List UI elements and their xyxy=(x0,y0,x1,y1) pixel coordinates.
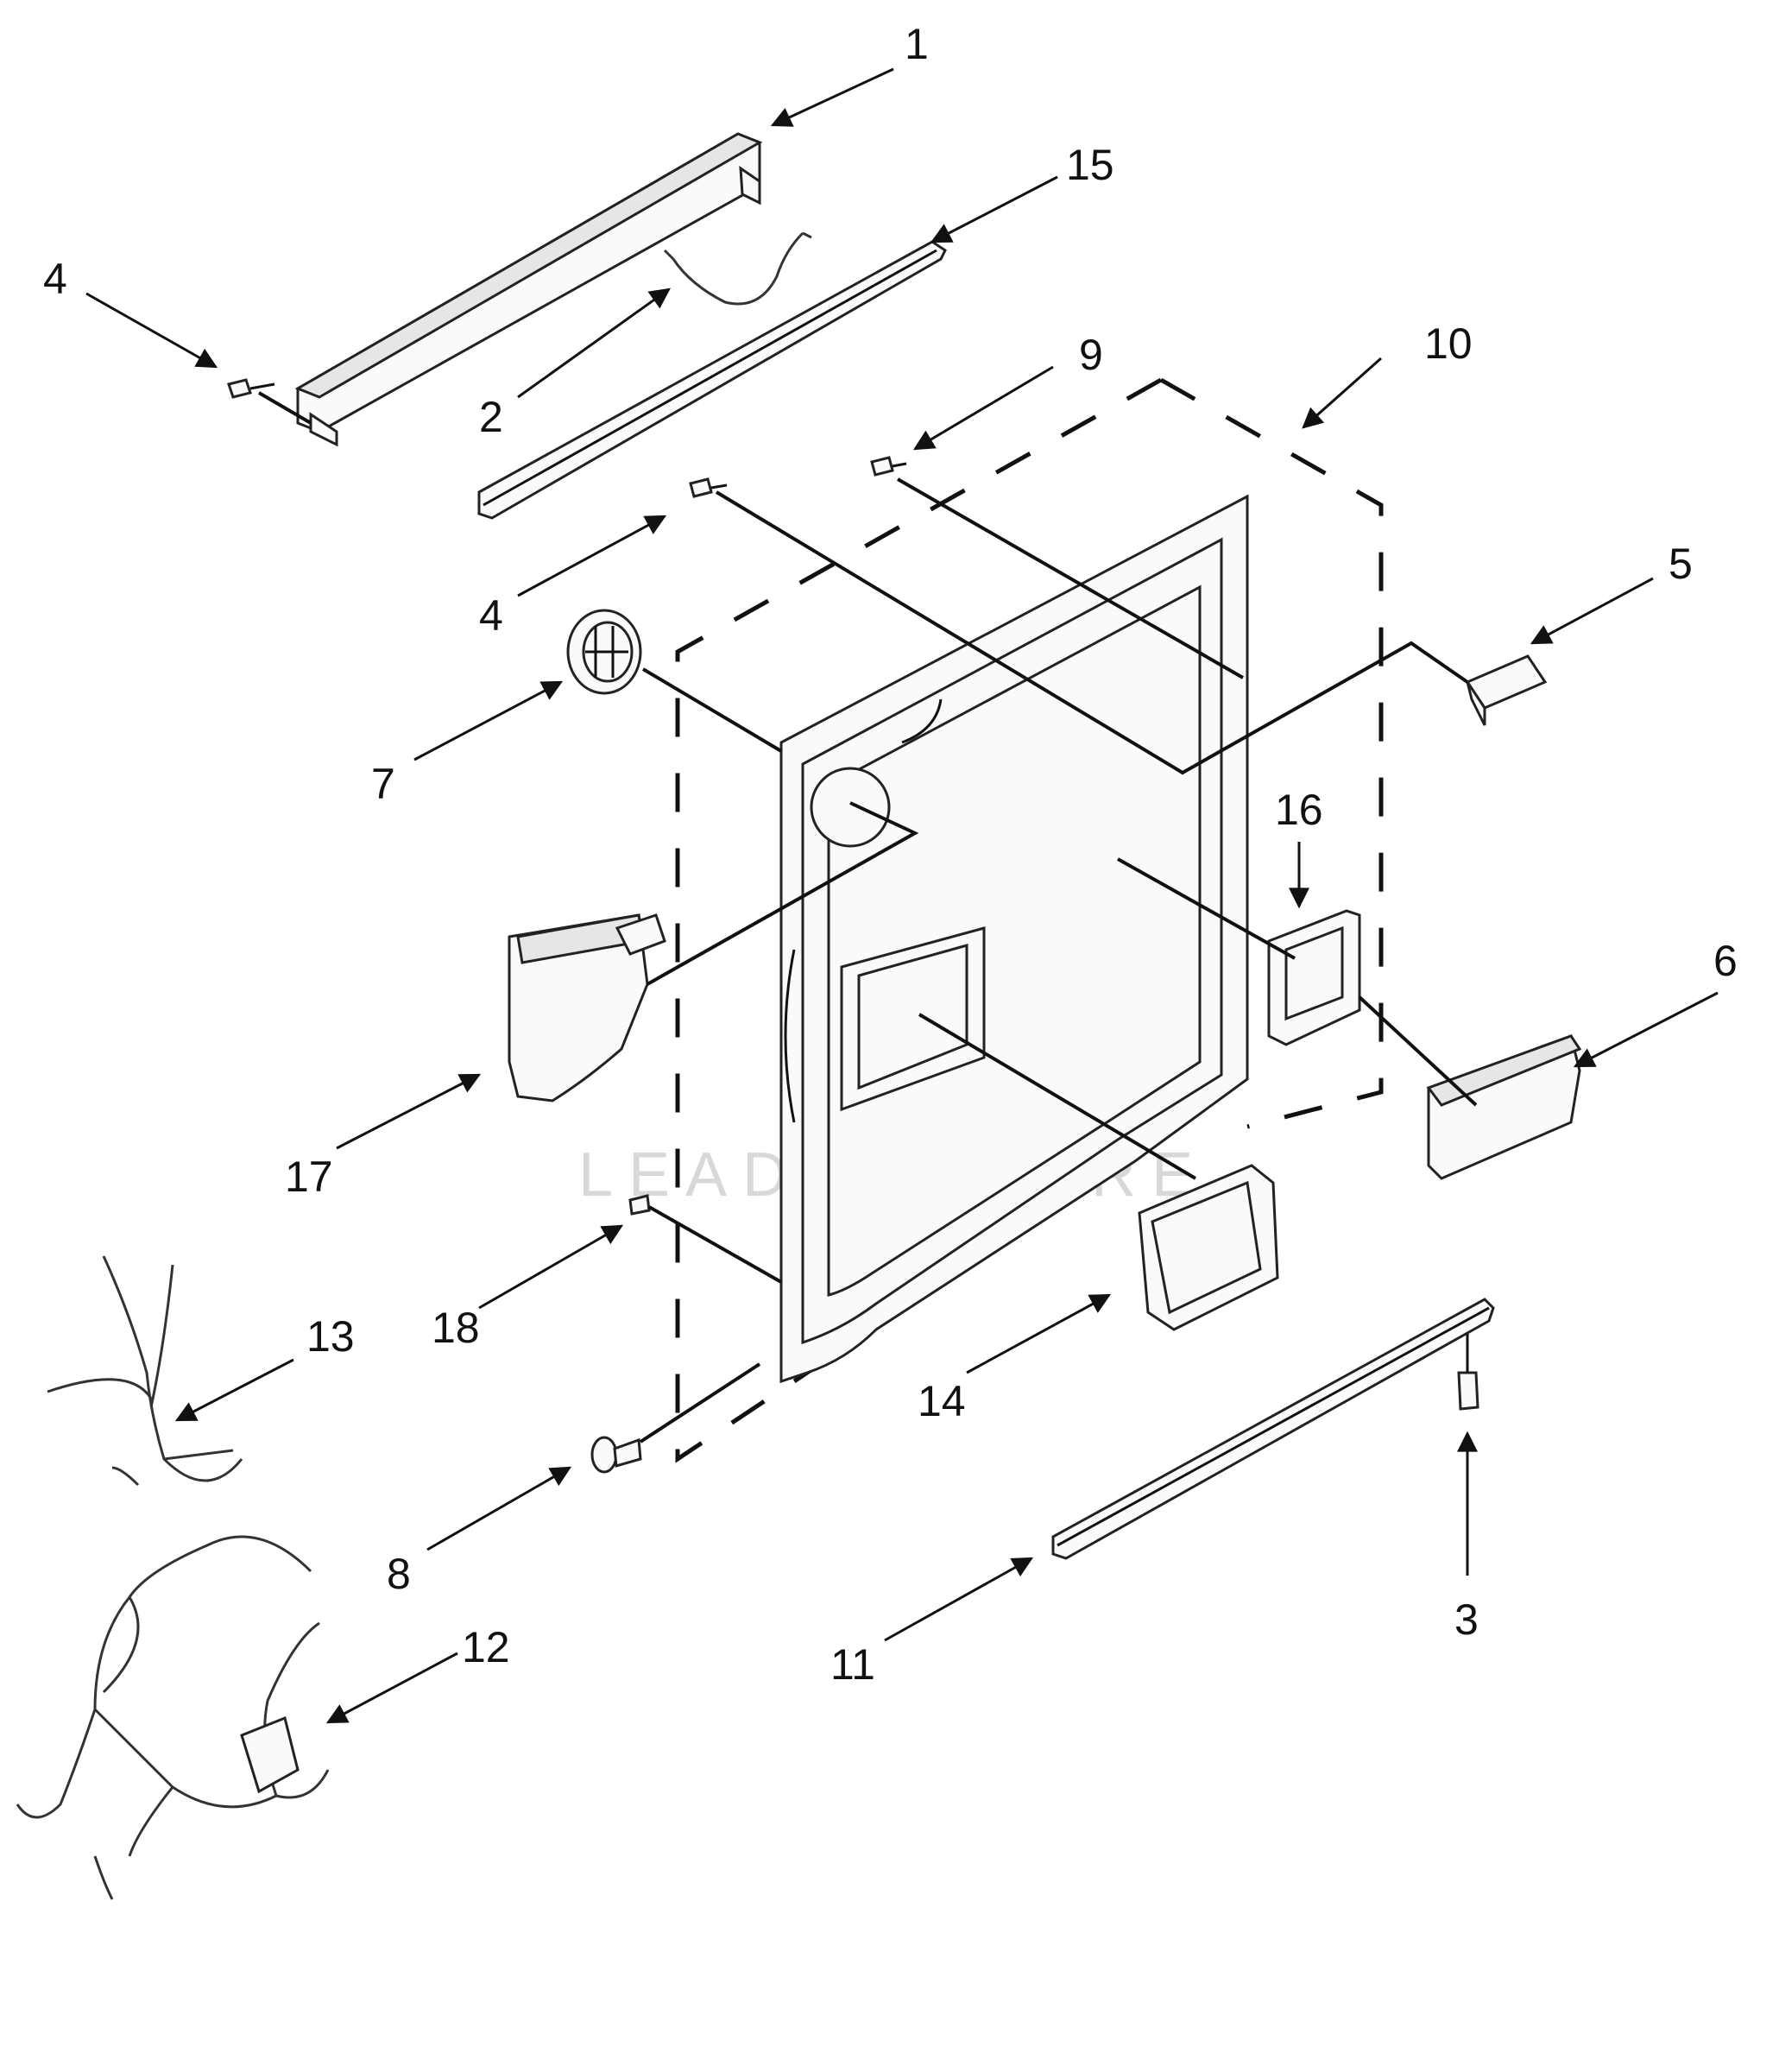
callout-18: 18 xyxy=(432,1304,480,1352)
part-11-bottom-rail xyxy=(1051,1298,1495,1560)
callout-15: 15 xyxy=(1066,141,1114,189)
part-17-dispenser xyxy=(508,913,666,1102)
part-2-wire-harness xyxy=(663,231,812,306)
part-8-hinge-screw xyxy=(590,1436,642,1474)
part-12-wire-harness xyxy=(16,1535,330,1900)
callout-4-top: 4 xyxy=(43,255,67,303)
part-3-screw xyxy=(1457,1334,1479,1411)
part-9-screw xyxy=(870,456,907,477)
callout-13: 13 xyxy=(306,1312,355,1361)
door-assembly-outline xyxy=(675,377,1384,1463)
callout-3: 3 xyxy=(1454,1595,1479,1644)
connection-lines xyxy=(257,391,1478,1443)
callout-1: 1 xyxy=(905,20,929,68)
callout-6: 6 xyxy=(1713,937,1738,985)
part-18-screw xyxy=(628,1194,651,1216)
callout-14: 14 xyxy=(918,1377,966,1425)
callout-11: 11 xyxy=(830,1640,875,1689)
part-4-screw-top xyxy=(227,378,275,399)
leader-arrows xyxy=(85,67,1719,1724)
part-4-screw-door xyxy=(689,477,728,498)
callout-4-door: 4 xyxy=(479,591,503,640)
part-14-control-module xyxy=(1138,1164,1279,1331)
callout-9: 9 xyxy=(1079,331,1103,379)
callout-8: 8 xyxy=(387,1550,411,1598)
part-13-wire-harness xyxy=(47,1255,243,1487)
part-6-control-board xyxy=(1426,1034,1582,1180)
callout-labels: 1 2 3 4 4 5 6 7 8 9 10 11 12 13 14 15 16… xyxy=(43,20,1738,1689)
callout-16: 16 xyxy=(1275,786,1323,834)
callout-2: 2 xyxy=(479,393,503,441)
inner-door-panel xyxy=(779,494,1249,1384)
part-16-bracket xyxy=(1267,909,1361,1046)
part-7-vent-cap xyxy=(566,609,642,695)
part-12-connector-block xyxy=(240,1715,300,1794)
callout-7: 7 xyxy=(371,760,395,808)
part-5-door-latch xyxy=(1465,654,1548,726)
part-1-control-panel-bar xyxy=(294,132,763,447)
callout-5: 5 xyxy=(1669,540,1693,588)
callout-12: 12 xyxy=(462,1623,510,1671)
callout-17: 17 xyxy=(285,1153,333,1201)
callout-10: 10 xyxy=(1424,319,1473,368)
